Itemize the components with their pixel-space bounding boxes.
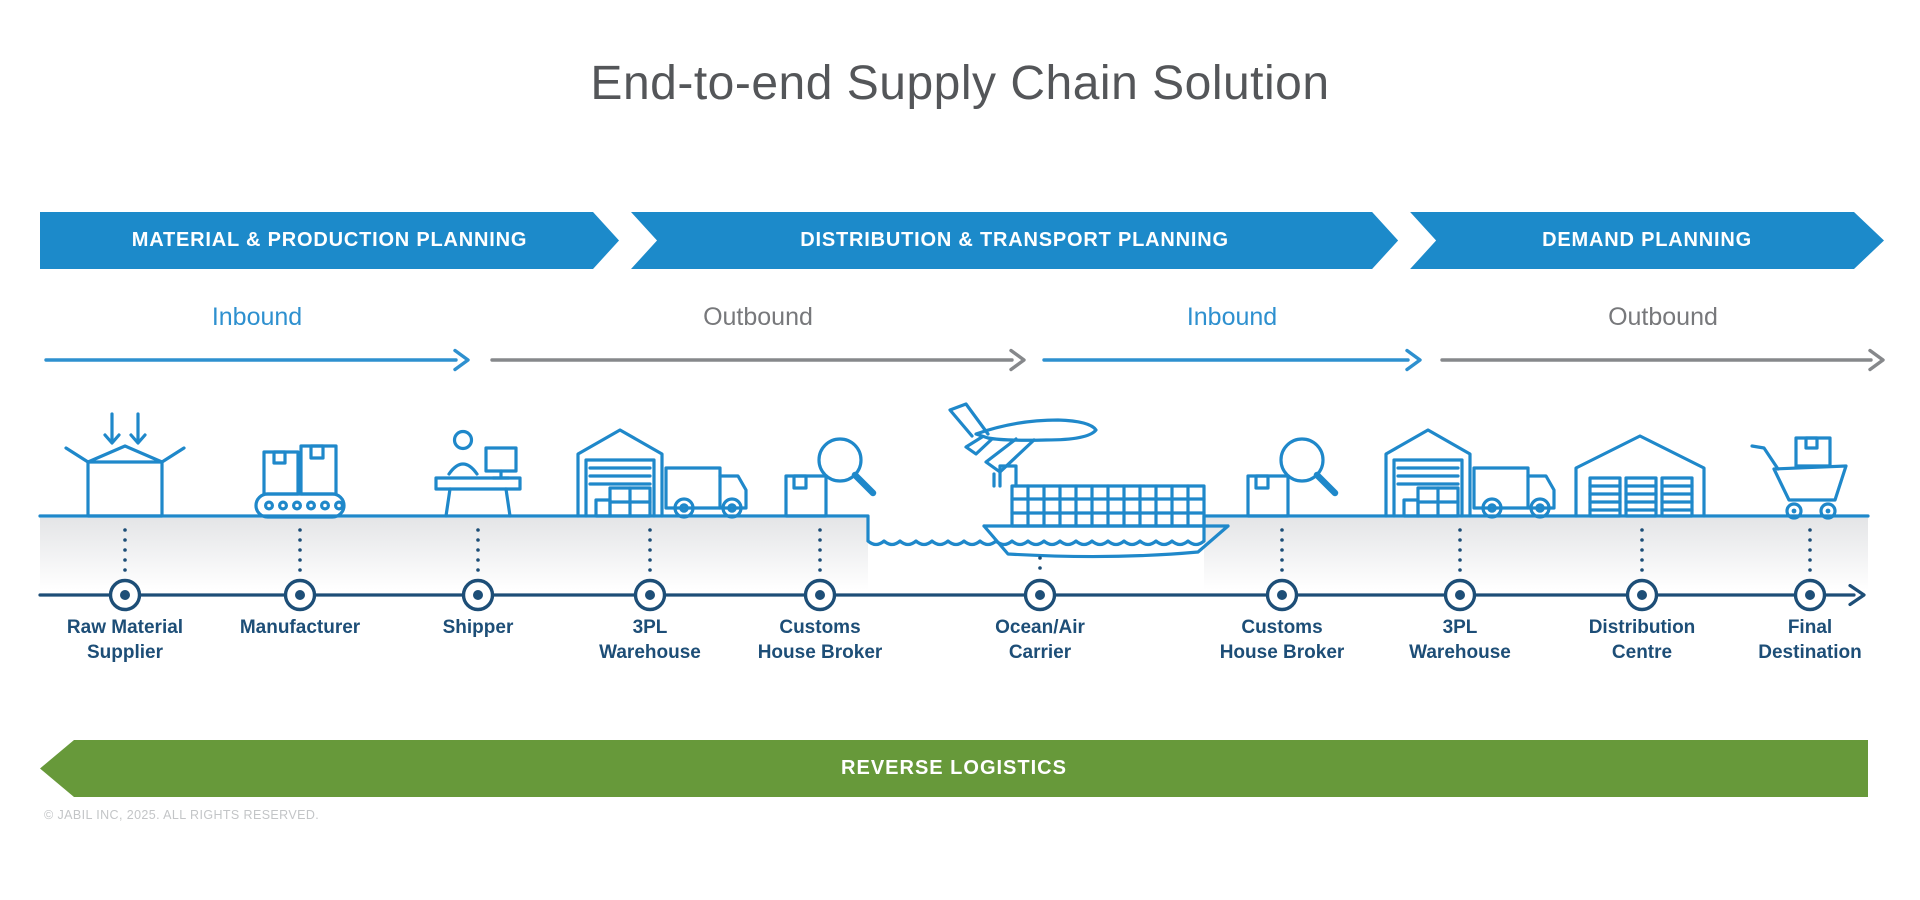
phase-banner-row: MATERIAL & PRODUCTION PLANNING DISTRIBUT…: [40, 212, 1884, 269]
timeline: [38, 578, 1866, 612]
timeline-markers: [108, 578, 1827, 612]
phase-banner-material-production-planning: MATERIAL & PRODUCTION PLANNING: [40, 212, 619, 269]
station-label-manufacturer: Manufacturer: [239, 617, 361, 638]
box-magnifier-icon: [1248, 439, 1335, 516]
container-ship-icon: [982, 464, 1230, 559]
inbound-arrow-1: [44, 348, 470, 372]
outbound-arrow-1: [490, 348, 1026, 372]
ground-line: [38, 514, 1870, 542]
flow-label-inbound-1: Inbound: [211, 303, 303, 331]
box-magnifier-icon: [784, 437, 877, 518]
station-label-shipper: Shipper: [442, 617, 514, 638]
phase-banner-distribution-transport-planning: DISTRIBUTION & TRANSPORT PLANNING: [631, 212, 1398, 269]
warehouse-truck-icon: [1384, 428, 1556, 519]
conveyor-belt-icon: [254, 444, 346, 519]
copyright-text: © JABIL INC, 2025. ALL RIGHTS RESERVED.: [44, 808, 320, 822]
ground-shading-right: [1204, 518, 1868, 590]
phase-banner-label: DEMAND PLANNING: [1542, 229, 1752, 251]
flow-label-outbound-1: Outbound: [703, 303, 813, 331]
ground-shading-left: [40, 518, 868, 590]
reverse-logistics-label: REVERSE LOGISTICS: [841, 757, 1067, 779]
phase-banner-demand-planning: DEMAND PLANNING: [1410, 212, 1884, 269]
receiving-box-icon: [64, 412, 186, 518]
phase-banner-label: DISTRIBUTION & TRANSPORT PLANNING: [800, 229, 1229, 251]
water-waves: [866, 539, 1206, 547]
shopping-cart-icon: [1750, 436, 1848, 520]
reverse-logistics-banner: REVERSE LOGISTICS: [40, 740, 1868, 797]
ship-airplane-icon: [866, 402, 1230, 559]
airplane-icon: [948, 402, 1098, 474]
warehouse-truck-icon: [576, 428, 748, 519]
flow-label-inbound-2: Inbound: [1186, 303, 1278, 331]
outbound-arrow-2: [1440, 348, 1885, 372]
station-droplines: [123, 528, 1812, 580]
shipping-desk-icon: [434, 429, 522, 518]
flow-label-outbound-2: Outbound: [1608, 303, 1718, 331]
distribution-centre-icon: [1574, 434, 1706, 518]
inbound-arrow-2: [1042, 348, 1422, 372]
phase-banner-label: MATERIAL & PRODUCTION PLANNING: [131, 229, 528, 251]
page-title: End-to-end Supply Chain Solution: [590, 57, 1330, 110]
